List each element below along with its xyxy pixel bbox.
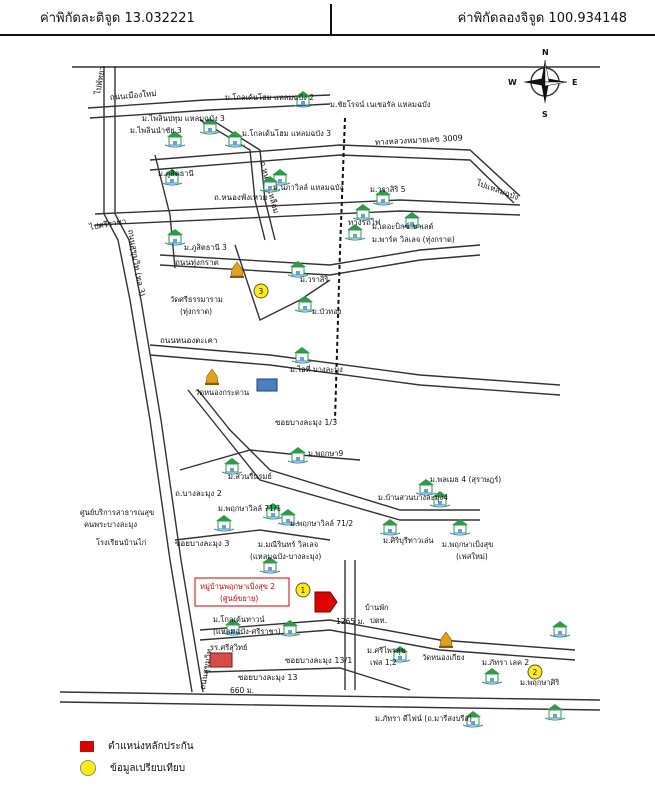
label-dist-1: 1265 ม. (336, 617, 365, 626)
label-wat-si: วัดศรีธรรมาราม (170, 295, 223, 304)
label-wat-si2: (ทุ่งกราด) (180, 307, 212, 316)
label-m-suan: ม.สวนรื่นรมย์ (228, 471, 272, 481)
road-label-3009: ทางหลวงหมายเลข 3009 (375, 133, 463, 147)
label-post2: ปตท. (370, 616, 387, 625)
target-name-label: หมู่บ้านพฤกษาเบิ่งสุข 2 (200, 581, 275, 591)
compass-s: S (542, 110, 548, 119)
label-m-sutthi: ม.ภัทรา ดีไฟน์ (ถ.มารีสงบรีส) (375, 714, 472, 723)
label-m-pattana: ม.ภัทรา เลค 2 (482, 658, 529, 667)
legend-row-target: ตำแหน่งหลักประกัน (80, 735, 194, 757)
label-m-dhebmith: ม.เดอะบิกซ์ ชาเลต์ (372, 222, 434, 231)
svg-text:3: 3 (259, 287, 264, 296)
school-icon (256, 378, 278, 392)
road-label-phangtao: ถ.หนองพังเหวย (214, 193, 267, 202)
svg-text:1: 1 (301, 586, 306, 595)
label-m-inpat: ม.ไพลินปทุม แหลมฉบัง 3 (142, 114, 225, 123)
road-label-chonburi: ถนนเมืองใหม่ (109, 89, 157, 102)
road-label-rail: ทางรถไฟ (348, 218, 381, 227)
legend-red-label: ตำแหน่งหลักประกัน (108, 740, 194, 752)
legend-row-comparable: ข้อมูลเปรียบเทียบ (80, 757, 194, 779)
label-m-kaewpruek: ม.ไอที่ บางละมุง (290, 364, 343, 374)
label-m-pruksa: ม.พฤกษาศิริ (520, 678, 559, 687)
label-m-chanchai: ม.ชัยโรจน์ เนเชอรัล แหลมฉบัง (330, 100, 431, 109)
railway-line (334, 117, 346, 421)
road-label-thungkrat: ถนนทุ่งกราด (175, 258, 219, 267)
label-wat-nong: วัดหนองกระดาน (195, 388, 249, 397)
label-m-phusit3: ม.ภูสิตธานี 3 (184, 243, 227, 252)
label-m-srisuk2: เฟส 1,2 (370, 658, 397, 667)
road-network (59, 66, 601, 711)
label-m-srisuk: ม.ศรีไพรสุข (367, 646, 406, 655)
road-label-soi-13: ซอยบางละมุง 13/1 (285, 656, 352, 665)
svg-text:2: 2 (533, 668, 538, 677)
temple-icon-2 (204, 368, 220, 386)
comparable-marker-3[interactable]: 3 (253, 283, 269, 299)
label-m-phuthanee: ม.นภาวิลล์ แหลมฉบัง (273, 183, 344, 192)
road-label-soi-1: ซอยบางละมุง 1/3 (275, 418, 337, 427)
label-m-phonsawan: ม.พฤกษา9 (308, 449, 344, 458)
label-school2: รร.ศรีสุวิทย์ (210, 643, 247, 652)
school2-icon (209, 652, 233, 668)
label-m-varasiri2: ม.วราสิริ (300, 275, 328, 284)
compass-w: W (508, 78, 517, 87)
compass-e: E (572, 78, 577, 87)
header-divider (330, 4, 332, 34)
label-m-pan: ม.บ้านสวนบางละมุง4 (378, 493, 448, 502)
label-m-pruksaville2: (เฟสใหม่) (456, 552, 488, 561)
road-label-banglamung: ถ.บางละมุง 2 (175, 489, 222, 498)
label-m-golden2: (แหลมฉบัง-ศรีราชา) (213, 627, 281, 636)
label-m-monsumrit2: (แหลมฉบัง-บางละมุง) (250, 552, 321, 561)
label-govt-center2: คนพระบางละมุง (84, 520, 137, 529)
target-marker-icon (314, 591, 338, 613)
label-m-monsumrit: ม.มณีรินทร์ วิลเลจ (258, 540, 318, 549)
legend-yellow-label: ข้อมูลเปรียบเทียบ (110, 762, 186, 774)
label-m-siriburi: ม.ศิริบุรีทาวเล่น (383, 536, 434, 545)
road-label-soi-13b: ซอยบางละมุง 13 (238, 673, 298, 682)
label-m-khlong-1: ม.โกลเด้นโฮม แหลมฉบัง 2 (225, 93, 314, 102)
legend-yellow-circle-icon (80, 760, 96, 776)
label-wat-nong2: วัดหนองเกียง (422, 653, 465, 662)
legend-red-square-icon (80, 740, 94, 752)
label-m-inkhlong: ม.โกลเด้นโฮม แหลมฉบัง 3 (242, 129, 331, 138)
location-map[interactable]: N S E W ถนนเมืองใหม่ (0, 36, 655, 731)
label-m-inpat2: ม.ไพลินนำชัย 3 (130, 126, 182, 135)
latitude-label: ค่าพิกัดละติจูด 13.032221 (40, 10, 195, 26)
target-sub-label: (ศูนย์ขยาย) (220, 594, 258, 603)
label-m-bunma: ม.บัวทอง (312, 307, 342, 316)
compass-n: N (542, 48, 549, 57)
comparable-marker-2[interactable]: 2 (527, 664, 543, 680)
label-dist-2: 660 ม. (230, 686, 254, 695)
map-legend: ตำแหน่งหลักประกัน ข้อมูลเปรียบเทียบ (80, 735, 194, 779)
target-property[interactable]: หมู่บ้านพฤกษาเบิ่งสุข 2 (ศูนย์ขยาย) (194, 577, 338, 613)
road-label-sukhumvit: ถนนสุขุมวิท (ทล.3) (126, 229, 147, 297)
label-m-phon4: ม.พลเมธ 4 (สุราษฎร์) (430, 475, 501, 484)
road-label-nongtakhao: ถนนหนองตะเคา (160, 336, 217, 345)
temple-icon-3 (438, 631, 454, 649)
label-govt-center: ศูนย์บริการสาธารณสุข (80, 508, 154, 517)
label-m-pruksa712: ม.พฤกษาวิลล์ 71/2 (290, 519, 353, 528)
road-label-to-sriracha: ไปศรีราชา (88, 217, 127, 232)
label-m-pruksa71: ม.พฤกษาวิลล์ 71/1 (218, 504, 281, 513)
label-post: บ้านพัก (365, 603, 389, 612)
label-m-golden: ม.โกลเด้นทาวน์ (213, 615, 265, 624)
label-school: โรงเรียนบ้านไก่ (96, 538, 146, 547)
label-m-rattanakosin: ม.ภูสิตธานี (158, 169, 194, 178)
coordinate-header: ค่าพิกัดละติจูด 13.032221 ค่าพิกัดลองจิจ… (0, 0, 655, 36)
label-m-pruksaville: ม.พฤกษาเบิ่งสุข (442, 539, 493, 549)
road-label-to-pattaya: ไปพัทยา (93, 65, 107, 96)
road-label-soi-3: ซอยบางละมุง 3 (175, 539, 229, 548)
longitude-label: ค่าพิกัดลองจิจูด 100.934148 (457, 10, 627, 26)
label-m-paradise: ม.พาร์ค วิลเลจ (ทุ่งกราด) (372, 235, 455, 244)
compass-rose-icon: N S E W (508, 48, 577, 119)
comparable-marker-1[interactable]: 1 (295, 582, 311, 598)
road-label-to-lamchabang: ไปแหลมฉบัง (474, 178, 520, 202)
label-m-varasiri: ม.วราสิริ 5 (370, 185, 406, 194)
